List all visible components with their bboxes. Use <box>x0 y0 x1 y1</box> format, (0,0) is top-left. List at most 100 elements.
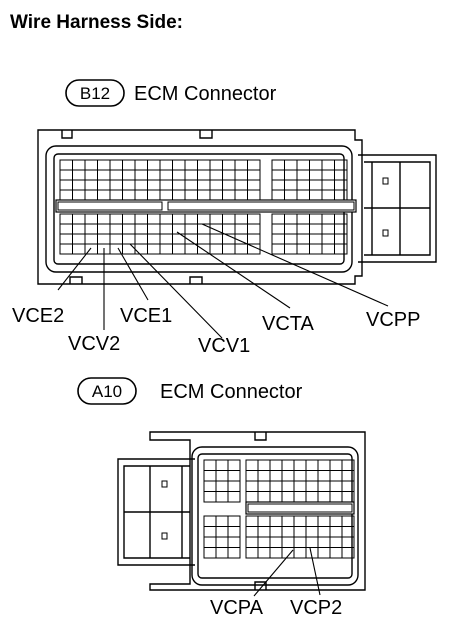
b12-pin-cell <box>172 169 186 181</box>
a10-pin-cell <box>329 526 343 538</box>
b12-pin-cell <box>109 233 123 245</box>
a10-pin-grid <box>203 459 355 559</box>
a10-pin-cell <box>245 491 259 503</box>
b12-pin-cell <box>184 159 198 171</box>
b12-pin-cell <box>59 223 73 235</box>
b12-pin-cell <box>147 233 161 245</box>
b12-pin-cell <box>271 223 285 235</box>
b12-pin-cell <box>209 159 223 171</box>
a10-pin-cell <box>203 459 217 471</box>
b12-pin-cell <box>159 213 173 225</box>
pin-label-vcpa: VCPA <box>210 597 264 619</box>
b12-pin-cell <box>309 223 323 235</box>
b12-pin-cell <box>172 223 186 235</box>
b12-pin-cell <box>84 189 98 201</box>
a10-connector-name: ECM Connector <box>160 381 303 403</box>
b12-pin-cell <box>234 213 248 225</box>
b12-pin-cell <box>209 169 223 181</box>
b12-pin-cell <box>134 223 148 235</box>
b12-pin-cell <box>159 169 173 181</box>
b12-pin-cell <box>84 223 98 235</box>
b12-pin-cell <box>209 179 223 191</box>
a10-connector-header: A10 ECM Connector <box>77 377 303 405</box>
b12-pin-cell <box>234 159 248 171</box>
b12-pin-cell <box>72 243 86 255</box>
b12-pin-cell <box>321 243 335 255</box>
a10-pin-cell <box>257 470 271 482</box>
b12-pin-cell <box>109 159 123 171</box>
a10-pin-cell <box>293 480 307 492</box>
b12-pin-cell <box>321 189 335 201</box>
b12-pin-cell <box>296 189 310 201</box>
b12-pin-cell <box>222 179 236 191</box>
b12-pin-cell <box>84 159 98 171</box>
b12-pin-cell <box>122 159 136 171</box>
b12-pin-cell <box>321 179 335 191</box>
b12-pin-cell <box>284 189 298 201</box>
b12-pin-cell <box>209 189 223 201</box>
a10-leader-lines <box>253 547 321 597</box>
a10-pin-cell <box>293 491 307 503</box>
b12-pin-cell <box>284 213 298 225</box>
a10-pin-cell <box>269 491 283 503</box>
b12-pin-cell <box>271 213 285 225</box>
b12-pin-cell <box>197 179 211 191</box>
b12-pin-cell <box>72 159 86 171</box>
b12-pin-cell <box>234 223 248 235</box>
a10-pin-cell <box>215 470 229 482</box>
b12-pin-cell <box>334 189 348 201</box>
a10-pin-cell <box>257 526 271 538</box>
b12-pin-cell <box>271 179 285 191</box>
b12-pin-cell <box>59 213 73 225</box>
b12-pin-cell <box>247 233 261 245</box>
a10-badge-label: A10 <box>92 382 122 401</box>
b12-pin-cell <box>184 243 198 255</box>
a10-pin-cell <box>227 515 241 527</box>
a10-pin-cell <box>317 459 331 471</box>
a10-pin-cell <box>227 470 241 482</box>
a10-pin-cell <box>281 536 295 548</box>
b12-pin-cell <box>122 243 136 255</box>
a10-pin-cell <box>305 459 319 471</box>
b12-pin-cell <box>72 169 86 181</box>
b12-pin-cell <box>159 159 173 171</box>
b12-pin-cell <box>247 169 261 181</box>
b12-pin-cell <box>309 213 323 225</box>
diagram-title: Wire Harness Side: <box>10 12 183 33</box>
b12-pin-cell <box>296 159 310 171</box>
b12-pin-cell <box>72 233 86 245</box>
a10-pin-cell <box>203 536 217 548</box>
pin-label-vce2: VCE2 <box>12 305 64 327</box>
a10-pin-cell <box>293 547 307 559</box>
a10-pin-cell <box>329 491 343 503</box>
a10-pin-cell <box>203 526 217 538</box>
pin-label-vcv2: VCV2 <box>68 333 120 355</box>
a10-pin-cell <box>245 480 259 492</box>
b12-pin-cell <box>97 179 111 191</box>
a10-pin-cell <box>329 480 343 492</box>
a10-pin-cell <box>227 480 241 492</box>
b12-pin-cell <box>72 213 86 225</box>
a10-pin-cell <box>257 480 271 492</box>
b12-pin-cell <box>222 243 236 255</box>
a10-pin-cell <box>281 526 295 538</box>
a10-pin-cell <box>305 526 319 538</box>
b12-pin-cell <box>271 243 285 255</box>
b12-pin-cell <box>234 243 248 255</box>
b12-pin-grid <box>55 159 357 255</box>
b12-pin-cell <box>321 223 335 235</box>
b12-badge-label: B12 <box>80 84 110 103</box>
b12-pin-cell <box>184 213 198 225</box>
a10-pin-cell <box>203 480 217 492</box>
a10-pin-cell <box>215 536 229 548</box>
b12-pin-cell <box>334 179 348 191</box>
b12-pin-cell <box>97 169 111 181</box>
a10-pin-cell <box>317 536 331 548</box>
b12-pin-cell <box>197 159 211 171</box>
a10-pin-cell <box>227 491 241 503</box>
b12-pin-cell <box>284 223 298 235</box>
b12-pin-cell <box>159 189 173 201</box>
b12-pin-cell <box>321 233 335 245</box>
a10-pin-cell <box>281 491 295 503</box>
a10-pin-cell <box>329 547 343 559</box>
